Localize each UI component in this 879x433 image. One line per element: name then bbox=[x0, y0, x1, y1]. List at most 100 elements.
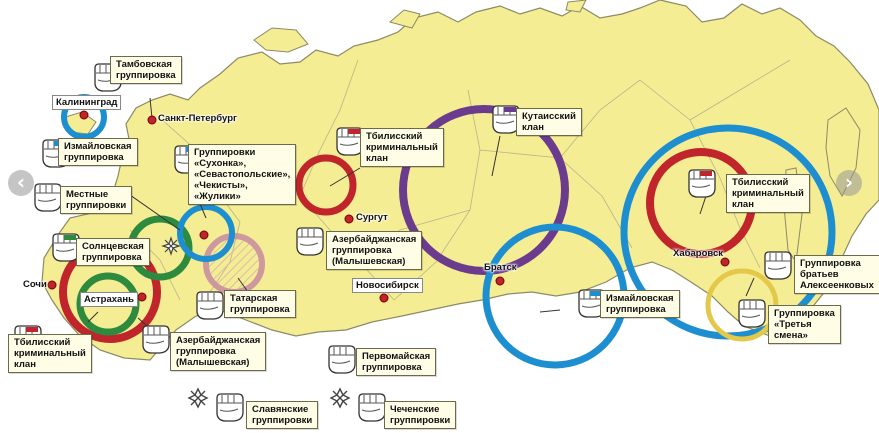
label-izmailovo-east: Измайловская группировка bbox=[600, 290, 680, 318]
label-line: (Малышевская) bbox=[332, 256, 406, 267]
city-dot-moscow bbox=[199, 230, 209, 240]
label-pervomaisk: Первомайская группировка bbox=[356, 348, 437, 376]
label-line: Первомайская bbox=[362, 351, 431, 362]
fist-icon bbox=[688, 169, 716, 198]
label-line: Кутаисский bbox=[522, 111, 576, 122]
label-tbilisi-south: Тбилисский криминальный клан bbox=[8, 334, 92, 373]
city-dots bbox=[47, 110, 730, 303]
city-dot-spb bbox=[147, 115, 157, 125]
label-line: криминальный bbox=[14, 348, 86, 359]
legend-chechen-star-icon bbox=[329, 387, 351, 409]
label-line: братьев bbox=[800, 269, 839, 280]
label-tbilisi-east: Тбилисский криминальный клан bbox=[726, 174, 810, 213]
label-line: (Малышевская) bbox=[176, 357, 250, 368]
fist-icon bbox=[196, 291, 224, 320]
city-dot-kaliningrad bbox=[79, 110, 89, 120]
prev-slide-button[interactable]: ‹ bbox=[8, 170, 34, 196]
label-groups-moscow: Группировки «Сухонка», «Севастопольские»… bbox=[188, 144, 297, 205]
label-line: смена» bbox=[774, 330, 808, 341]
label-line: «Третья bbox=[774, 319, 812, 330]
label-line: группировка bbox=[230, 304, 290, 315]
label-line: Солнцевская bbox=[82, 241, 144, 252]
label-solntsevo: Солнцевская группировка bbox=[76, 238, 150, 266]
city-label-sochi: Сочи bbox=[23, 279, 47, 290]
ring-tatar-hatched bbox=[203, 233, 265, 295]
label-kutaisi: Кутаисский клан bbox=[516, 108, 582, 136]
label-line: Местные bbox=[66, 189, 109, 200]
label-local: Местные группировки bbox=[60, 186, 133, 214]
label-line: Группировка bbox=[800, 258, 861, 269]
ring-kutaisi-purple bbox=[399, 105, 569, 275]
label-line: «Чекисты», bbox=[194, 180, 248, 191]
city-label-novosibirsk: Новосибирск bbox=[352, 278, 423, 293]
label-line: «Сухонка», bbox=[194, 158, 247, 169]
city-dot-novosibirsk bbox=[379, 293, 389, 303]
label-alekseenko: Группировка братьев Алексеенковых bbox=[794, 255, 879, 294]
fist-icon bbox=[764, 251, 792, 280]
label-azerbaijan-south: Азербайджанская группировка (Малышевская… bbox=[170, 332, 267, 371]
fist-icon bbox=[738, 299, 766, 328]
label-line: Алексеенковых bbox=[800, 280, 874, 291]
label-line: группировка bbox=[116, 70, 176, 81]
label-azerbaijan-center: Азербайджанская группировка (Малышевская… bbox=[326, 231, 423, 270]
label-line: клан bbox=[522, 122, 544, 133]
label-line: клан bbox=[14, 359, 36, 370]
city-label-khabarovsk: Хабаровск bbox=[673, 248, 724, 259]
label-line: криминальный bbox=[366, 142, 438, 153]
label-line: «Жулики» bbox=[194, 191, 241, 202]
fist-icon bbox=[142, 325, 170, 354]
city-dot-bratsk bbox=[495, 276, 505, 286]
label-line: Тбилисский bbox=[732, 177, 789, 188]
fist-icon bbox=[52, 233, 80, 262]
ring-tbilisi-center-red bbox=[295, 154, 357, 216]
label-line: криминальный bbox=[732, 188, 804, 199]
label-line: группировка bbox=[64, 152, 124, 163]
label-line: клан bbox=[732, 199, 754, 210]
city-label-bratsk: Братск bbox=[484, 262, 517, 273]
ring-moscow-blue bbox=[177, 204, 235, 262]
label-line: Группировка bbox=[774, 308, 835, 319]
legend-chechen: Чеченские группировки bbox=[384, 401, 457, 429]
label-tatar: Татарская группировка bbox=[224, 290, 296, 318]
city-label-surgut: Сургут bbox=[356, 212, 388, 223]
fist-icon bbox=[34, 183, 62, 212]
legend-line: Славянские bbox=[252, 404, 309, 415]
city-label-kaliningrad: Калининград bbox=[52, 95, 122, 110]
label-line: группировки bbox=[66, 200, 127, 211]
legend-slavic-star-icon bbox=[187, 387, 209, 409]
legend-line: группировки bbox=[252, 415, 313, 426]
legend-line: Чеченские bbox=[390, 404, 440, 415]
label-line: группировка bbox=[332, 245, 392, 256]
city-label-spb: Санкт-Петербург bbox=[158, 113, 237, 124]
label-line: группировка bbox=[176, 346, 236, 357]
legend-line: группировки bbox=[390, 415, 451, 426]
next-slide-button[interactable]: › bbox=[836, 170, 862, 196]
label-line: Тамбовская bbox=[116, 59, 172, 70]
city-dot-astrakhan bbox=[137, 292, 147, 302]
label-line: группировка bbox=[362, 362, 422, 373]
label-line: Азербайджанская bbox=[332, 234, 417, 245]
label-third-shift: Группировка «Третья смена» bbox=[768, 305, 841, 344]
label-line: Группировки bbox=[194, 147, 256, 158]
fist-icon bbox=[296, 227, 324, 256]
label-izmailovo-west: Измайловская группировка bbox=[58, 138, 138, 166]
chechen-star-icon bbox=[161, 236, 181, 256]
label-line: группировка bbox=[606, 304, 666, 315]
label-line: клан bbox=[366, 153, 388, 164]
city-dot-khabarovsk bbox=[720, 257, 730, 267]
label-line: группировка bbox=[82, 252, 142, 263]
city-label-astrakhan: Астрахань bbox=[80, 292, 138, 307]
fist-icon bbox=[216, 393, 244, 422]
label-line: Тбилисский bbox=[14, 337, 71, 348]
label-line: Измайловская bbox=[64, 141, 132, 152]
label-line: Тбилисский bbox=[366, 131, 423, 142]
label-tbilisi-center: Тбилисский криминальный клан bbox=[360, 128, 444, 167]
fist-icon bbox=[358, 393, 386, 422]
label-tambov: Тамбовская группировка bbox=[110, 56, 182, 84]
label-line: Измайловская bbox=[606, 293, 674, 304]
legend-slavic: Славянские группировки bbox=[246, 401, 319, 429]
fist-icon bbox=[328, 345, 356, 374]
label-line: Татарская bbox=[230, 293, 278, 304]
city-dot-surgut bbox=[344, 214, 354, 224]
